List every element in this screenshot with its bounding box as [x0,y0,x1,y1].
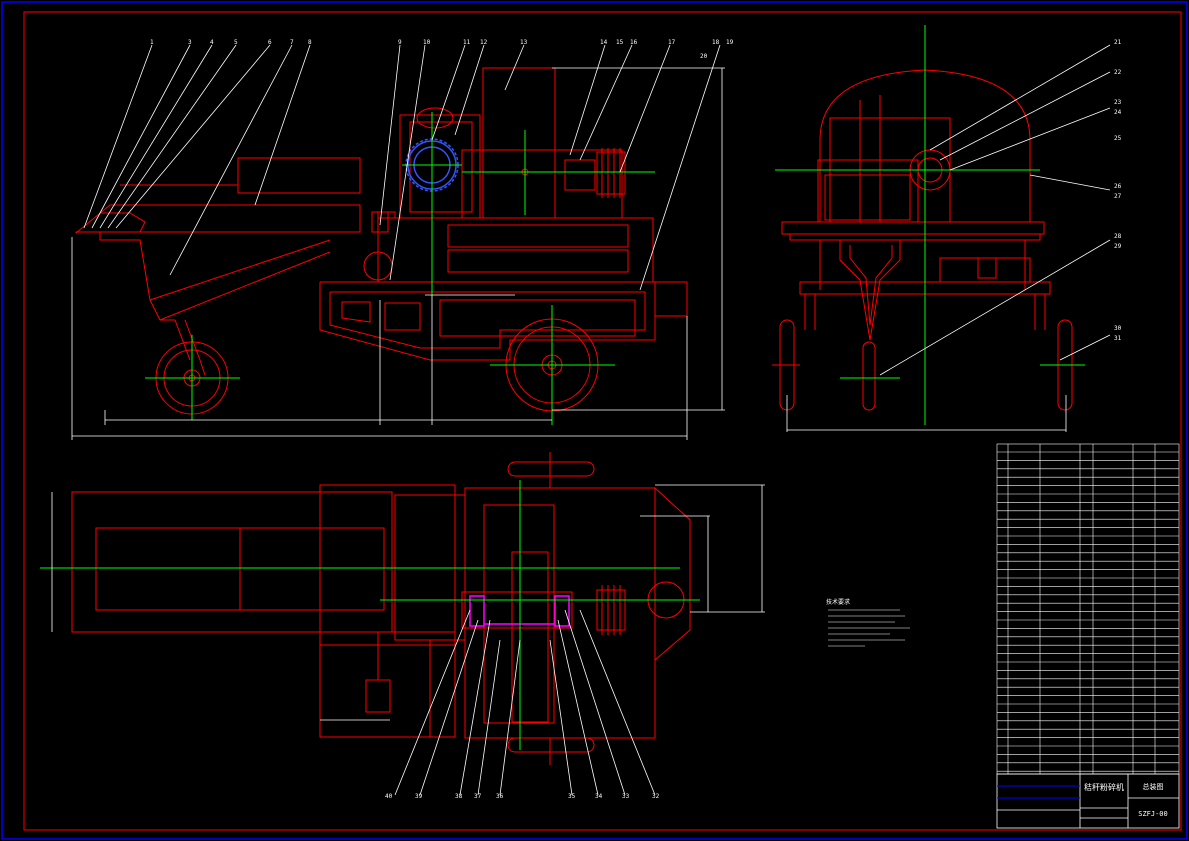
front-centerlines [145,112,655,425]
inner-frame [23,11,1182,831]
balloon-label: 6 [268,39,272,46]
balloon-label: 5 [234,39,238,46]
balloon-label: 30 [1114,325,1122,332]
balloon-label: 15 [616,39,624,46]
balloon-label: 36 [496,793,504,800]
balloon-label: 35 [568,793,576,800]
front-dimensions [71,67,725,440]
balloon-label: 3 [188,39,192,46]
balloon-label: 24 [1114,109,1122,116]
balloon-label: 38 [455,793,463,800]
top-view [71,452,691,765]
balloon-label: 21 [1114,39,1122,46]
balloon-label: 27 [1114,193,1122,200]
balloon-label: 18 [712,39,720,46]
title-block-frame-blue [997,785,1080,799]
balloon-label: 14 [600,39,608,46]
balloons-side: 21 22 23 24 25 26 27 28 29 30 31 [1114,39,1122,342]
balloon-label: 23 [1114,99,1122,106]
balloon-label: 25 [1114,135,1122,142]
balloon-label: 20 [700,53,708,60]
balloon-label: 31 [1114,335,1122,342]
balloon-label: 12 [480,39,488,46]
balloon-label: 13 [520,39,528,46]
title-name: 秸秆粉碎机 [1084,782,1124,792]
balloon-label: 37 [474,793,482,800]
balloon-label: 26 [1114,183,1122,190]
title-sheet: 总装图 [1143,782,1164,791]
balloon-label: 10 [423,39,431,46]
parts-list-table [996,443,1180,775]
top-centerlines [40,480,700,750]
balloon-label: 7 [290,39,294,46]
balloon-label: 29 [1114,243,1122,250]
balloon-label: 11 [463,39,471,46]
balloons-bottom: 40 39 38 37 36 35 34 33 32 [385,793,660,800]
balloon-label: 33 [622,793,630,800]
side-view [772,69,1085,411]
balloon-label: 28 [1114,233,1122,240]
top-dimensions [51,484,765,721]
side-dimensions [786,395,1067,432]
balloon-label: 34 [595,793,603,800]
front-view [75,67,688,415]
balloon-label: 19 [726,39,734,46]
balloon-label: 40 [385,793,393,800]
technical-notes: 技术要求 [826,598,910,647]
balloon-label: 8 [308,39,312,46]
leader-lines [83,44,1111,796]
balloon-label: 4 [210,39,214,46]
balloon-label: 22 [1114,69,1122,76]
balloon-label: 16 [630,39,638,46]
balloon-label: 9 [398,39,402,46]
balloon-label: 1 [150,39,154,46]
side-centerlines [775,25,1085,425]
balloon-label: 39 [415,793,423,800]
balloon-label: 32 [652,793,660,800]
balloon-label: 17 [668,39,676,46]
title-number: SZFJ-00 [1138,810,1168,818]
notes-heading: 技术要求 [826,598,850,606]
